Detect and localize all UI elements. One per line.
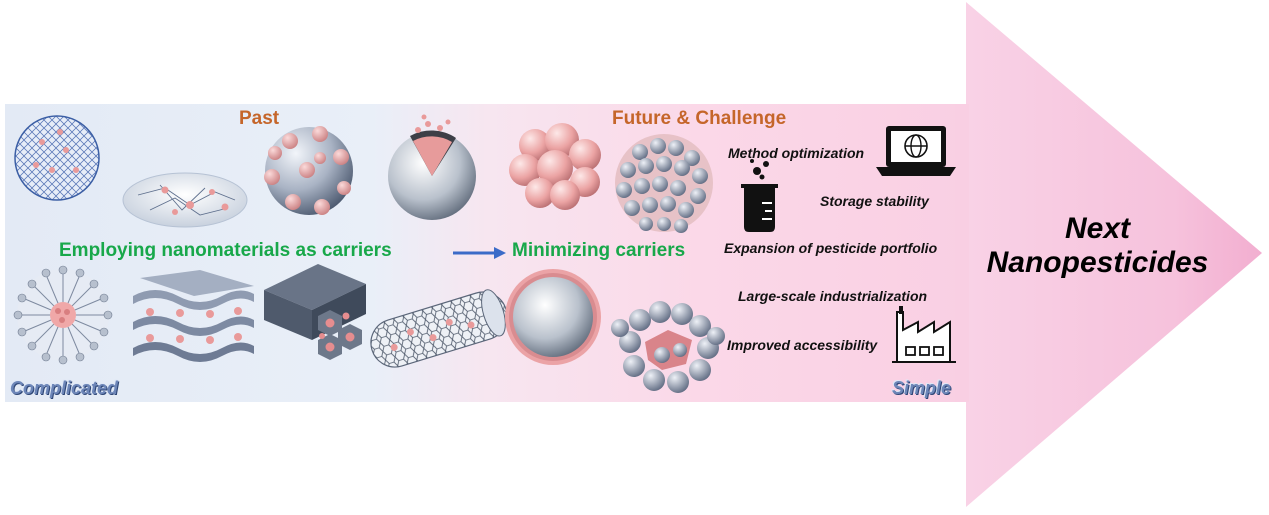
clustered-particle-icon xyxy=(611,301,725,393)
nanotube-icon xyxy=(364,286,513,373)
pink-cluster-icon xyxy=(509,123,601,210)
result-title: Next Nanopesticides xyxy=(970,212,1225,280)
arrow-head xyxy=(966,2,1262,507)
result-line1: Next xyxy=(1064,212,1131,245)
connector-arrow xyxy=(453,247,506,259)
core-shell-sphere-icon xyxy=(388,114,476,220)
challenge-expansion: Expansion of pesticide portfolio xyxy=(724,240,938,256)
network-sphere-icon xyxy=(14,115,100,201)
section-past: Past xyxy=(239,108,280,129)
arrow-joint xyxy=(955,104,969,402)
challenge-method: Method optimization xyxy=(728,145,865,161)
beaker-icon xyxy=(741,159,778,232)
hydrogel-slab-icon xyxy=(122,172,248,228)
phrase-minimizing: Minimizing carriers xyxy=(512,240,686,261)
micelle-icon xyxy=(13,265,113,365)
factory-icon xyxy=(892,306,956,363)
mesoporous-rods-icon xyxy=(264,264,366,360)
assembled-sphere-icon xyxy=(615,134,713,233)
result-line2: Nanopesticides xyxy=(986,246,1209,279)
challenge-industrial: Large-scale industrialization xyxy=(738,288,928,304)
globe-laptop-icon xyxy=(876,126,956,176)
label-simple: Simple xyxy=(892,378,952,398)
decorated-sphere-icon xyxy=(264,126,353,215)
phrase-carriers: Employing nanomaterials as carriers xyxy=(59,240,392,261)
label-complicated: Complicated xyxy=(10,378,119,398)
challenge-storage: Storage stability xyxy=(820,193,929,209)
section-future: Future & Challenge xyxy=(612,108,787,129)
shell-sphere-icon xyxy=(505,269,601,365)
layered-sheets-icon xyxy=(133,270,254,362)
challenge-access: Improved accessibility xyxy=(727,337,878,353)
